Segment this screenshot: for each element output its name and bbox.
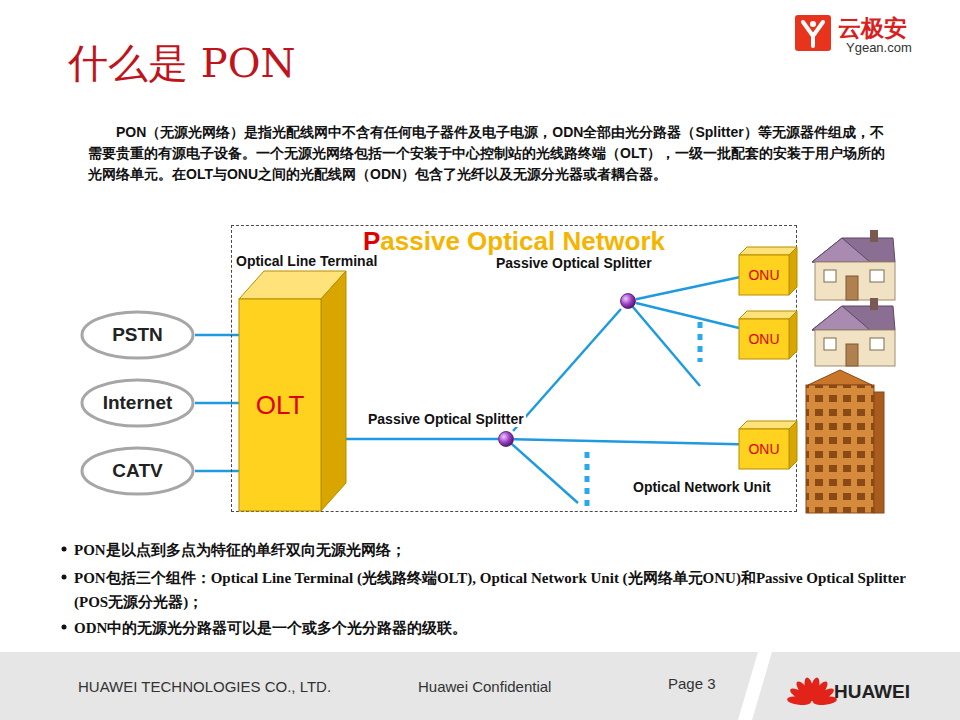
network-ellipse: Internet bbox=[80, 378, 195, 428]
onu-front bbox=[739, 255, 789, 295]
decoration bbox=[810, 21, 816, 27]
node-label: ONU bbox=[739, 319, 789, 359]
decoration bbox=[812, 306, 895, 330]
fiber-link bbox=[195, 334, 239, 337]
bullet-text: PON是以点到多点为特征的单纤双向无源光网络； bbox=[74, 538, 914, 562]
node-label: ONU bbox=[739, 255, 789, 295]
decoration bbox=[846, 344, 858, 366]
decoration bbox=[812, 238, 895, 262]
node-label: ONU bbox=[739, 429, 789, 469]
region-title: Passive Optical Network bbox=[232, 226, 796, 257]
onu-box: ONU bbox=[739, 311, 797, 359]
splitter-dot bbox=[498, 431, 514, 447]
node-label: CATV bbox=[112, 460, 162, 482]
pon-region: OLTPassive Optical SplitterPassive Optic… bbox=[231, 225, 797, 512]
footer-band bbox=[0, 652, 960, 720]
onu-front bbox=[739, 319, 789, 359]
node-label: OLT bbox=[239, 299, 321, 511]
onu-top bbox=[739, 311, 797, 319]
onu-side bbox=[789, 247, 797, 295]
logo-text: 云极安 bbox=[838, 13, 907, 44]
fiber-link bbox=[514, 439, 739, 444]
part-name: Optical Line Terminal bbox=[236, 253, 377, 269]
decoration bbox=[505, 438, 578, 503]
network-ellipse: PSTN bbox=[80, 310, 195, 360]
olt-front bbox=[239, 299, 321, 511]
intro-paragraph: PON（无源光网络）是指光配线网中不含有任何电子器件及电子电源，ODN全部由光分… bbox=[88, 122, 888, 185]
slide-title: 什么是 PON bbox=[68, 36, 295, 91]
house-picture bbox=[812, 298, 895, 366]
fiber-branch bbox=[505, 300, 700, 503]
bullet-dot bbox=[62, 547, 67, 630]
house-picture bbox=[812, 230, 895, 300]
onu-top bbox=[739, 421, 797, 429]
decoration bbox=[806, 385, 874, 513]
decoration bbox=[808, 370, 872, 385]
decoration bbox=[62, 575, 67, 580]
fiber-link bbox=[513, 309, 621, 431]
onu-side bbox=[789, 311, 797, 359]
footer-company: HUAWEI TECHNOLOGIES CO., LTD. bbox=[78, 678, 331, 695]
fiber-link bbox=[346, 438, 498, 441]
continuation-dots bbox=[587, 322, 700, 506]
huawei-logo bbox=[787, 677, 838, 706]
fiber-link bbox=[195, 402, 239, 405]
decoration bbox=[824, 338, 836, 350]
olt-box: OLT bbox=[239, 271, 346, 511]
onu-box: ONU bbox=[739, 247, 797, 295]
decoration bbox=[870, 230, 878, 242]
decoration bbox=[812, 306, 870, 330]
bullet-text: ODN中的无源光分路器可以是一个或多个光分路器的级联。 bbox=[74, 616, 914, 640]
ellipse-outline bbox=[82, 448, 193, 494]
decoration bbox=[795, 15, 831, 51]
olt-side bbox=[321, 271, 346, 511]
onu-front bbox=[739, 429, 789, 469]
decoration bbox=[870, 338, 884, 350]
decoration bbox=[870, 270, 884, 282]
node-label: PSTN bbox=[112, 324, 163, 346]
decoration bbox=[803, 22, 823, 46]
fiber-link bbox=[195, 470, 239, 473]
decoration bbox=[585, 452, 590, 506]
fiber-link bbox=[636, 303, 739, 328]
decoration bbox=[846, 276, 858, 300]
splitter-dot bbox=[621, 294, 636, 309]
onu-box: ONU bbox=[739, 421, 797, 469]
part-name: Optical Network Unit bbox=[633, 479, 771, 495]
node-label: Internet bbox=[103, 392, 173, 414]
decoration bbox=[627, 300, 700, 386]
decoration bbox=[874, 392, 884, 513]
part-name: Passive Optical Splitter bbox=[494, 255, 654, 271]
decoration bbox=[824, 270, 836, 282]
ellipse-outline bbox=[82, 380, 193, 426]
splitter-dot: Passive Optical Splitter bbox=[498, 431, 514, 447]
decoration bbox=[815, 262, 895, 300]
part-name: Passive Optical Splitter bbox=[366, 411, 526, 427]
huawei-wordmark: HUAWEI bbox=[834, 681, 910, 703]
splitter-dot bbox=[499, 432, 514, 447]
splitter-dot bbox=[620, 293, 636, 309]
bullet-text: PON包括三个组件：Optical Line Terminal (光线路终端OL… bbox=[74, 566, 914, 614]
decoration bbox=[698, 322, 703, 362]
decoration bbox=[815, 330, 895, 366]
decoration bbox=[870, 298, 878, 310]
fiber-link bbox=[636, 277, 739, 299]
onu-side bbox=[789, 421, 797, 469]
network-ellipse: CATV bbox=[80, 446, 195, 496]
footer-confidential: Huawei Confidential bbox=[418, 678, 551, 695]
footer-slash bbox=[738, 652, 772, 720]
decoration bbox=[62, 547, 67, 552]
logo-icon bbox=[795, 15, 831, 51]
building-picture bbox=[806, 370, 884, 513]
logo-url: Ygean.com bbox=[846, 40, 912, 55]
decoration bbox=[62, 625, 67, 630]
ellipse-outline bbox=[82, 312, 193, 358]
page-number: Page 3 bbox=[668, 675, 716, 692]
logo-petal bbox=[813, 695, 838, 706]
splitter-dot: Passive Optical Splitter bbox=[620, 293, 636, 309]
decoration bbox=[812, 238, 870, 262]
onu-top bbox=[739, 247, 797, 255]
